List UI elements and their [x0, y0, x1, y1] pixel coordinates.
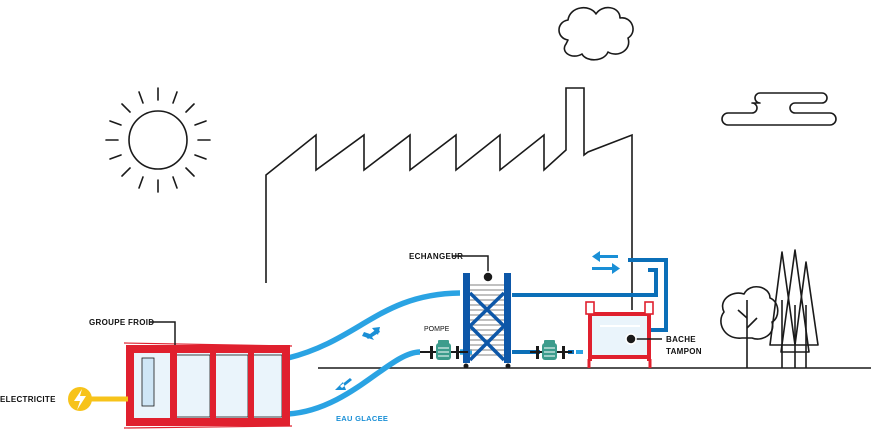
electricite-connector [68, 387, 128, 411]
bache-tampon-tank [585, 301, 654, 368]
label-pointers [150, 255, 662, 345]
electricite-label: ELECTRICITE [0, 395, 56, 404]
eau-glacee-label: EAU GLACEE [336, 414, 388, 423]
arrow-icon [335, 378, 352, 390]
arrow-icon [596, 255, 618, 258]
bache-label-line1: BACHE [666, 335, 696, 344]
echangeur-marker [482, 271, 494, 283]
bache-marker [625, 333, 637, 345]
pump-1 [420, 340, 468, 360]
factory-outline [265, 87, 633, 310]
arrow-icon [366, 327, 380, 339]
sun-icon [105, 87, 211, 193]
groupe-froid-label: GROUPE FROID [89, 318, 154, 327]
echangeur-unit [463, 273, 511, 369]
echangeur-label: ECHANGEUR [409, 252, 463, 261]
groupe-froid-unit [123, 342, 293, 429]
trees [720, 249, 819, 368]
pompe-label: POMPE [424, 326, 450, 333]
pump-2 [530, 340, 572, 360]
arrow-icon [592, 267, 614, 270]
bache-label-line2: TAMPON [666, 347, 702, 356]
smoke-icon [558, 6, 634, 61]
cloud-icon [721, 92, 837, 126]
